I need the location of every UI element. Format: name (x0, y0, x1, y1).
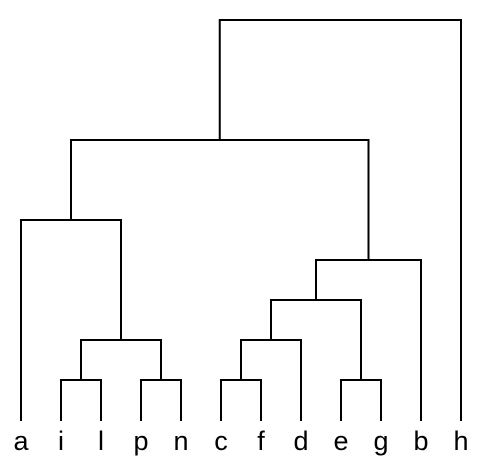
leaf-label-f: f (257, 426, 265, 456)
dendrogram-links (20, 19, 462, 421)
leaf-label-n: n (173, 426, 188, 456)
merge-link-m-root (218, 19, 462, 421)
leaf-label-l: l (98, 426, 104, 456)
merge-link-m-pn (140, 379, 182, 421)
leaf-label-b: b (413, 426, 428, 456)
leaf-label-c: c (214, 426, 228, 456)
leaf-label-p: p (133, 426, 148, 456)
leaf-label-h: h (453, 426, 468, 456)
merge-link-m-all12 (70, 139, 370, 261)
merge-link-m-il (60, 379, 102, 421)
merge-link-m-cfdegb (315, 259, 422, 421)
leaf-label-g: g (373, 426, 388, 456)
merge-link-m-ailpn (20, 219, 122, 421)
leaf-label-d: d (293, 426, 308, 456)
merge-link-m-ilpn (80, 339, 162, 381)
leaf-label-a: a (13, 426, 29, 456)
merge-link-m-eg (340, 379, 382, 421)
merge-link-m-cf (220, 379, 262, 421)
leaf-label-i: i (58, 426, 64, 456)
leaf-label-e: e (333, 426, 348, 456)
